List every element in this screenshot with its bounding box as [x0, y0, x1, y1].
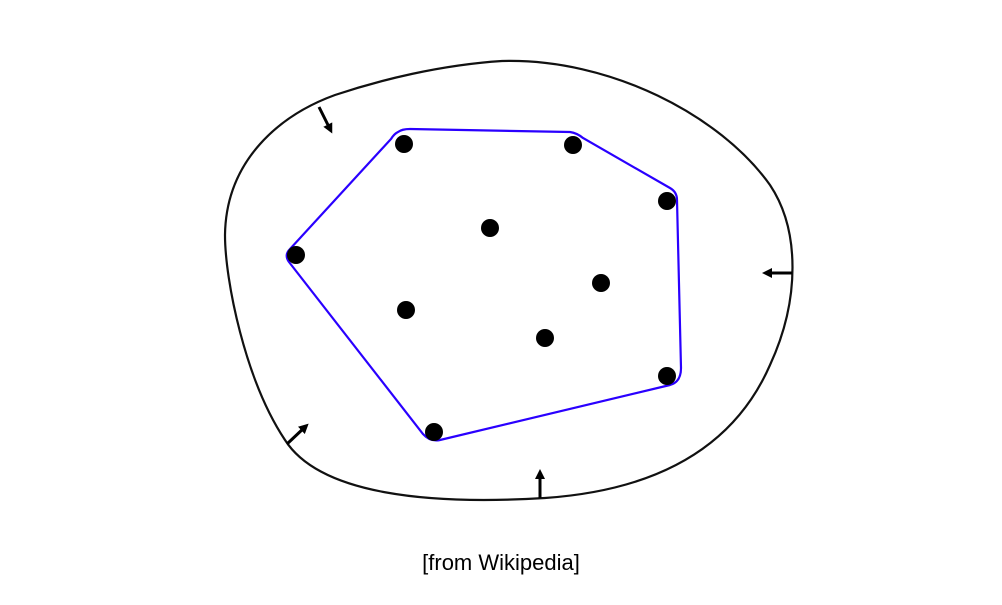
point — [425, 423, 443, 441]
inward-arrows — [285, 106, 792, 498]
point — [536, 329, 554, 347]
point — [481, 219, 499, 237]
point — [395, 135, 413, 153]
arrow-icon — [285, 423, 309, 446]
point — [592, 274, 610, 292]
convex-hull — [285, 127, 683, 442]
point — [564, 136, 582, 154]
arrow-icon — [317, 106, 333, 134]
point — [658, 367, 676, 385]
point-set — [287, 135, 676, 441]
point — [397, 301, 415, 319]
image-caption: [from Wikipedia] — [422, 550, 580, 575]
point — [658, 192, 676, 210]
point — [287, 246, 305, 264]
outer-boundary — [223, 59, 794, 502]
